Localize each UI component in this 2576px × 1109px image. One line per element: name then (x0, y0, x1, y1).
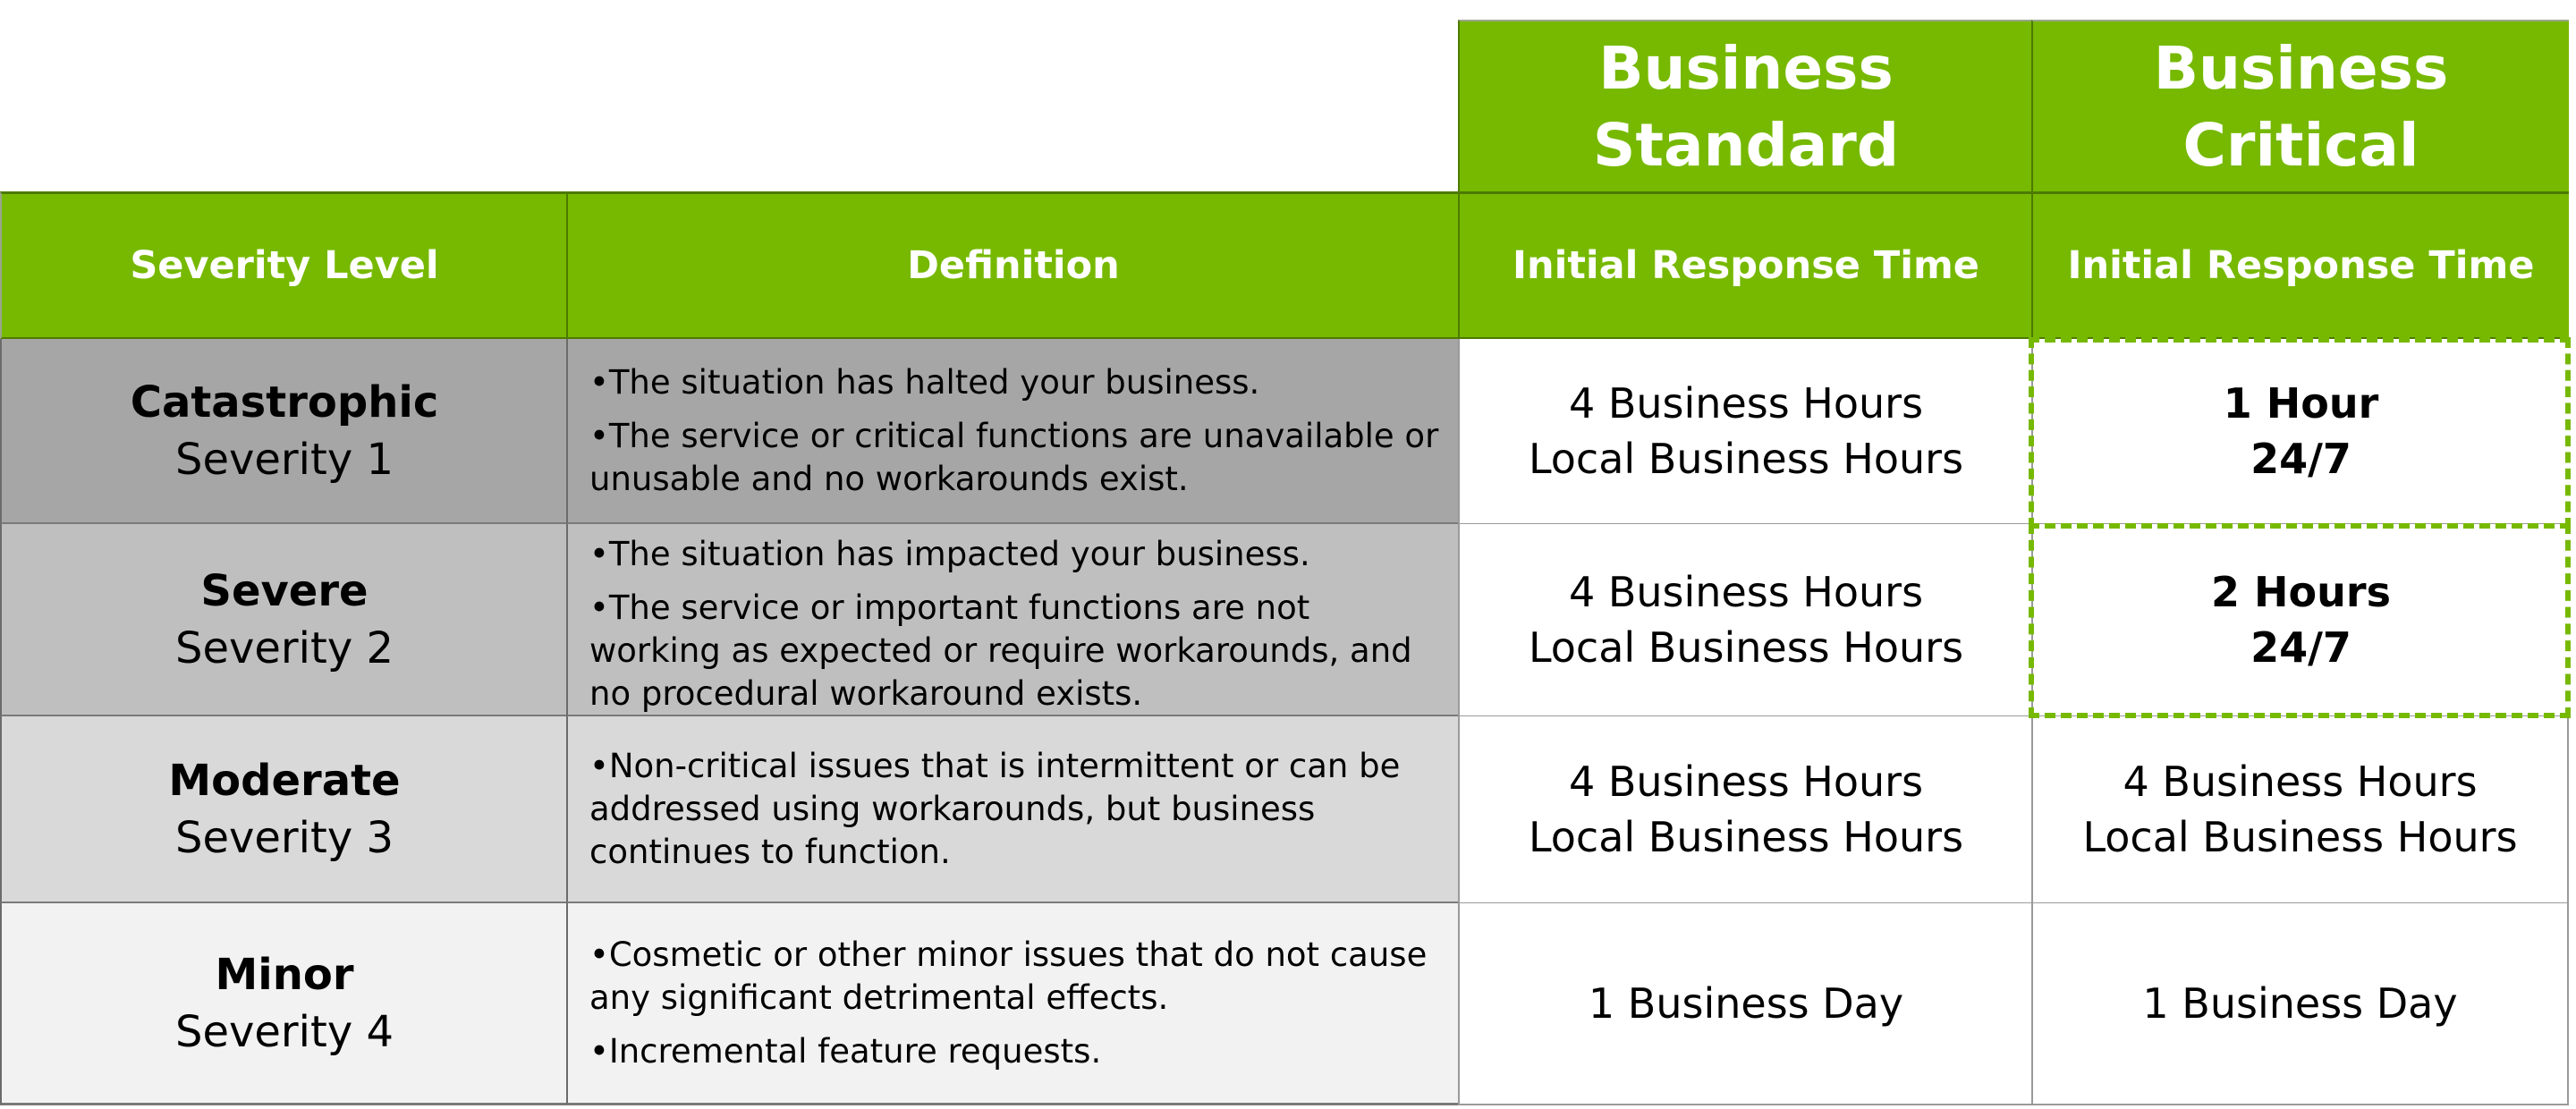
response-time: 4 Business Hours (1568, 568, 1924, 616)
definition-cell-2: •The situation has impacted your busines… (566, 524, 1459, 717)
standard-response-cell-2: 4 Business Hours Local Business Hours (1458, 524, 2032, 717)
severity-level: Severity 1 (174, 434, 394, 485)
definition-bullet: •The situation has halted your business. (589, 362, 1260, 402)
response-time: 4 Business Hours (1568, 379, 1924, 428)
tier-header-business-standard: Business Standard (1458, 20, 2032, 192)
column-header-label: Initial Response Time (1513, 243, 1979, 288)
column-header-critical-response: Initial Response Time (2031, 191, 2569, 340)
definition-cell-1: •The situation has halted your business.… (566, 339, 1459, 525)
response-time: 1 Hour (2223, 379, 2379, 428)
column-header-standard-response: Initial Response Time (1458, 191, 2032, 340)
tier-label-line1: Business (2153, 33, 2449, 103)
response-time: 4 Business Hours (1568, 758, 1924, 806)
response-time: 1 Business Day (1588, 979, 1904, 1028)
column-header-label: Initial Response Time (2067, 243, 2535, 288)
definition-bullet: •Non-critical issues that is intermitten… (589, 746, 1401, 871)
severity-level: Severity 4 (174, 1006, 394, 1057)
response-window: Local Business Hours (1528, 813, 1964, 861)
column-header-label: Definition (907, 243, 1120, 288)
standard-response-cell-3: 4 Business Hours Local Business Hours (1458, 716, 2032, 904)
severity-cell-4: Minor Severity 4 (0, 903, 567, 1105)
severity-level: Severity 2 (174, 622, 394, 673)
severity-cell-3: Moderate Severity 3 (0, 716, 567, 904)
standard-response-cell-1: 4 Business Hours Local Business Hours (1458, 339, 2032, 525)
critical-response-cell-3: 4 Business Hours Local Business Hours (2031, 716, 2569, 904)
standard-response-cell-4: 1 Business Day (1458, 903, 2032, 1105)
definition-cell-3: •Non-critical issues that is intermitten… (566, 716, 1459, 904)
severity-name: Severe (200, 565, 369, 616)
severity-name: Catastrophic (130, 377, 439, 428)
definition-cell-4: •Cosmetic or other minor issues that do … (566, 903, 1459, 1105)
response-window: Local Business Hours (2082, 813, 2518, 861)
tier-label-line2: Standard (1592, 110, 1900, 180)
tier-label-line1: Business (1598, 33, 1894, 103)
response-window: Local Business Hours (1528, 435, 1964, 483)
tier-label-line2: Critical (2182, 110, 2419, 180)
definition-bullet: •The service or important functions are … (589, 588, 1412, 713)
severity-name: Moderate (168, 755, 401, 806)
critical-response-cell-2: 2 Hours 24/7 (2031, 524, 2569, 717)
column-header-severity: Severity Level (0, 191, 567, 340)
response-time: 2 Hours (2211, 568, 2391, 616)
response-window: 24/7 (2250, 435, 2351, 483)
definition-bullet: •The situation has impacted your busines… (589, 535, 1310, 573)
column-header-definition: Definition (566, 191, 1459, 340)
severity-level: Severity 3 (174, 812, 394, 863)
critical-response-cell-1: 1 Hour 24/7 (2031, 339, 2569, 525)
definition-bullet: •Incremental feature requests. (589, 1031, 1102, 1071)
response-window: Local Business Hours (1528, 623, 1964, 672)
column-header-label: Severity Level (130, 243, 439, 288)
response-window: 24/7 (2250, 623, 2351, 672)
severity-name: Minor (215, 949, 354, 1000)
severity-cell-2: Severe Severity 2 (0, 524, 567, 717)
response-time: 4 Business Hours (2123, 758, 2478, 806)
severity-cell-1: Catastrophic Severity 1 (0, 339, 567, 525)
definition-bullet: •The service or critical functions are u… (589, 416, 1439, 498)
response-time: 1 Business Day (2142, 979, 2458, 1028)
critical-response-cell-4: 1 Business Day (2031, 903, 2569, 1105)
tier-header-business-critical: Business Critical (2031, 20, 2569, 192)
definition-bullet: •Cosmetic or other minor issues that do … (589, 935, 1428, 1017)
